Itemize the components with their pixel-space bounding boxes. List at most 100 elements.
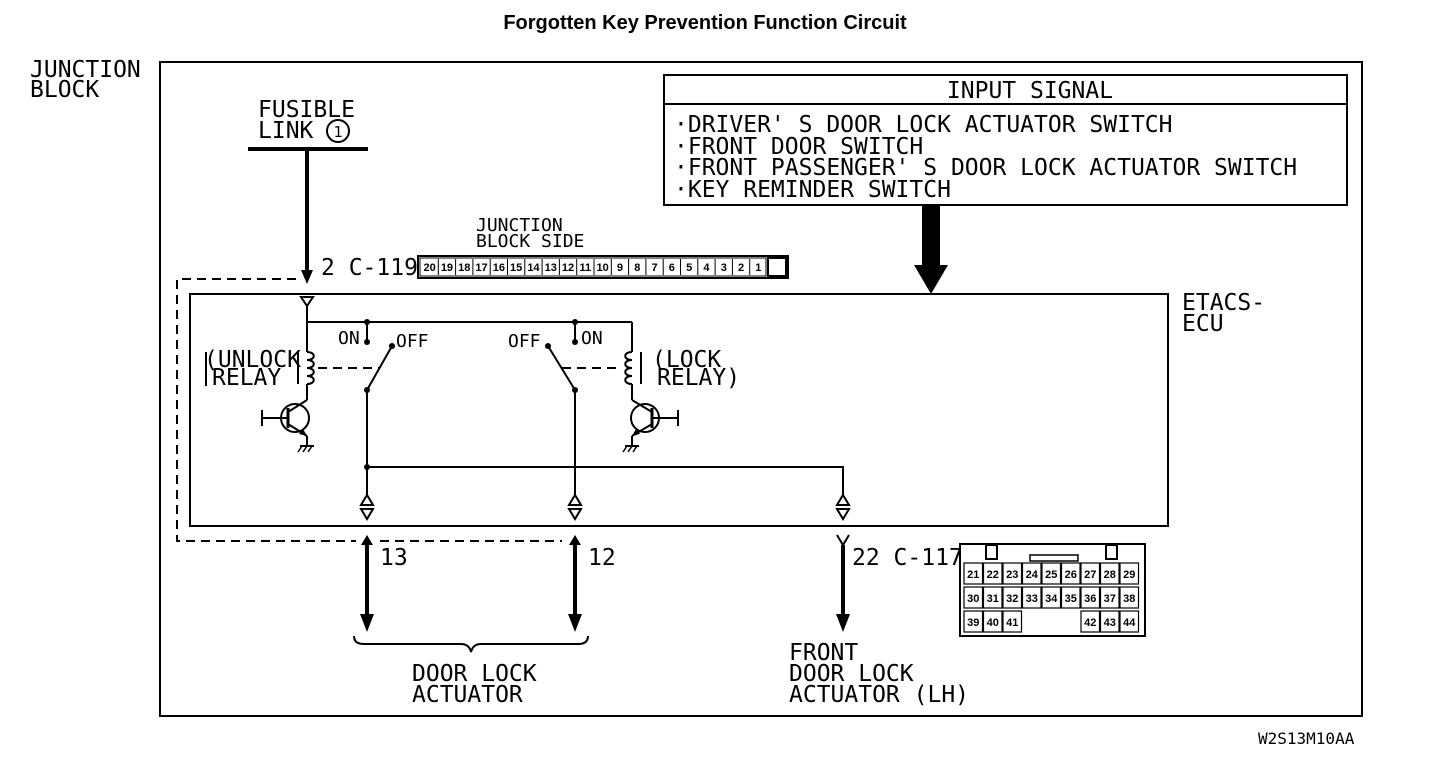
connector-c119-pin: 6 — [669, 262, 675, 274]
unlock-switch-on-contact — [364, 339, 370, 345]
connector-c119-pin: 4 — [703, 262, 710, 274]
input-signal-item: ·FRONT DOOR SWITCH — [674, 134, 923, 160]
connector-c117-pin: 44 — [1123, 617, 1136, 629]
unlock-switch-off-label: OFF — [396, 331, 429, 352]
fusible-link-number-circle — [326, 119, 350, 143]
etacs-ecu-label: ETACS- — [1182, 290, 1265, 316]
unlock-relay-label: (UNLOCK — [204, 347, 301, 373]
connector-c119-pin: 10 — [597, 262, 609, 274]
connector-c117-pin: 43 — [1104, 617, 1116, 629]
connector-c117-label: 22 C-117 — [852, 545, 963, 571]
lock-transistor-icon — [622, 399, 679, 453]
connector-c119-pin: 17 — [475, 262, 487, 274]
unlock-relay-label-2: RELAY — [212, 365, 281, 391]
connector-c117-pin: 21 — [967, 569, 979, 581]
terminal-13-top-arrow — [361, 535, 373, 545]
lock-switch-on-contact — [572, 339, 578, 345]
lock-switch-blade — [547, 345, 576, 391]
front-door-lock-actuator-label-3: ACTUATOR (LH) — [789, 682, 969, 708]
connector-c119-pin: 8 — [634, 262, 640, 274]
lock-relay-label: (LOCK — [652, 347, 721, 373]
lock-switch-off-label: OFF — [508, 331, 541, 352]
connector-c119-pin: 2 — [738, 262, 744, 274]
connector-c117-pin: 33 — [1026, 593, 1038, 605]
connector-c119-pin: 3 — [721, 262, 727, 274]
connector-c117-pin: 28 — [1104, 569, 1116, 581]
figure-code: W2S13M10AA — [1258, 729, 1355, 748]
terminal-13-label: 13 — [380, 545, 408, 571]
input-signal-header: INPUT SIGNAL — [947, 78, 1113, 104]
connector-c117-pin: 38 — [1123, 593, 1135, 605]
connector-c117-pin: 25 — [1045, 569, 1057, 581]
connector-c119-pin: 19 — [441, 262, 453, 274]
connector-c119-pin: 14 — [527, 262, 540, 274]
junction-block-side-label-2: BLOCK SIDE — [476, 231, 584, 252]
connector-c117-pin: 30 — [967, 593, 979, 605]
fusible-link-label: FUSIBLE — [258, 97, 355, 123]
connector-c117-pin: 29 — [1123, 569, 1135, 581]
power-terminal — [299, 296, 315, 308]
connector-c119-pin: 20 — [424, 262, 436, 274]
connector-c117-pin: 36 — [1084, 593, 1096, 605]
connector-c117-pin: 34 — [1045, 593, 1058, 605]
terminal-12-arrow — [568, 614, 582, 632]
connector-c117-pin: 31 — [987, 593, 999, 605]
fusible-link-number: 1 — [333, 123, 342, 141]
connector-c119-pin: 15 — [510, 262, 522, 274]
terminal-13-symbol — [359, 493, 375, 521]
connector-c117-pin: 35 — [1065, 593, 1077, 605]
fusible-link-label-2: LINK — [258, 118, 314, 144]
connector-c119-pin: 13 — [545, 262, 557, 274]
lock-relay-coil — [624, 351, 633, 385]
connector-c119-pin: 5 — [686, 262, 692, 274]
unlock-switch-on-label: ON — [338, 328, 360, 349]
connector-c119-pin: 18 — [458, 262, 470, 274]
lock-switch-on-label: ON — [581, 328, 603, 349]
lock-relay-label-2: RELAY) — [657, 365, 740, 391]
junction-block-boundary — [176, 278, 356, 542]
connector-c119-pin: 1 — [755, 262, 761, 274]
junction-block-label: JUNCTION — [30, 57, 141, 83]
connector-c119-label: 2 C-119 — [321, 255, 418, 281]
junction-block-frame — [159, 61, 1363, 717]
connector-c117-pin: 37 — [1104, 593, 1116, 605]
terminal-12-label: 12 — [588, 545, 616, 571]
terminal-22-arrow — [836, 614, 850, 632]
connector-c117-pin: 22 — [987, 569, 999, 581]
junction-block-label-2: BLOCK — [30, 77, 99, 103]
terminal-12-symbol — [567, 493, 583, 521]
connector-c119-pin: 7 — [651, 262, 657, 274]
connector-c119-pin: 16 — [493, 262, 505, 274]
terminal-13-arrow — [360, 614, 374, 632]
connector-c117-pin: 39 — [967, 617, 979, 629]
terminal-22-top-mark — [836, 534, 850, 547]
door-lock-actuator-label: DOOR LOCK — [412, 661, 537, 687]
etacs-ecu-label-2: ECU — [1182, 311, 1224, 337]
etacs-ecu-box — [189, 293, 1169, 527]
connector-c117-pin: 40 — [987, 617, 999, 629]
door-lock-actuator-label-2: ACTUATOR — [412, 682, 523, 708]
input-signal-arrow-head — [914, 265, 948, 294]
front-door-lock-actuator-label: FRONT — [789, 640, 858, 666]
connector-c117-pin: 27 — [1084, 569, 1096, 581]
connector-c117-pin: 41 — [1006, 617, 1018, 629]
diagram-title: Forgotten Key Prevention Function Circui… — [503, 12, 907, 34]
connector-c117-pin: 23 — [1006, 569, 1018, 581]
connector-c119-pin: 11 — [580, 262, 592, 274]
unlock-transistor-icon — [261, 399, 314, 453]
unlock-relay-coil — [306, 351, 315, 385]
input-signal-item: ·FRONT PASSENGER' S DOOR LOCK ACTUATOR S… — [674, 155, 1297, 181]
fusible-link-arrow — [301, 270, 313, 284]
front-actuator-link — [367, 466, 844, 495]
connector-c117-pin: 24 — [1026, 569, 1039, 581]
junction-block-side-label: JUNCTION — [476, 215, 563, 236]
door-lock-actuator-brace — [353, 635, 589, 653]
input-signal-item: ·DRIVER' S DOOR LOCK ACTUATOR SWITCH — [674, 112, 1173, 138]
front-door-lock-actuator-label-2: DOOR LOCK — [789, 661, 914, 687]
terminal-12-top-arrow — [569, 535, 581, 545]
connector-c117-pin: 32 — [1006, 593, 1018, 605]
connector-c119-pin: 12 — [562, 262, 574, 274]
